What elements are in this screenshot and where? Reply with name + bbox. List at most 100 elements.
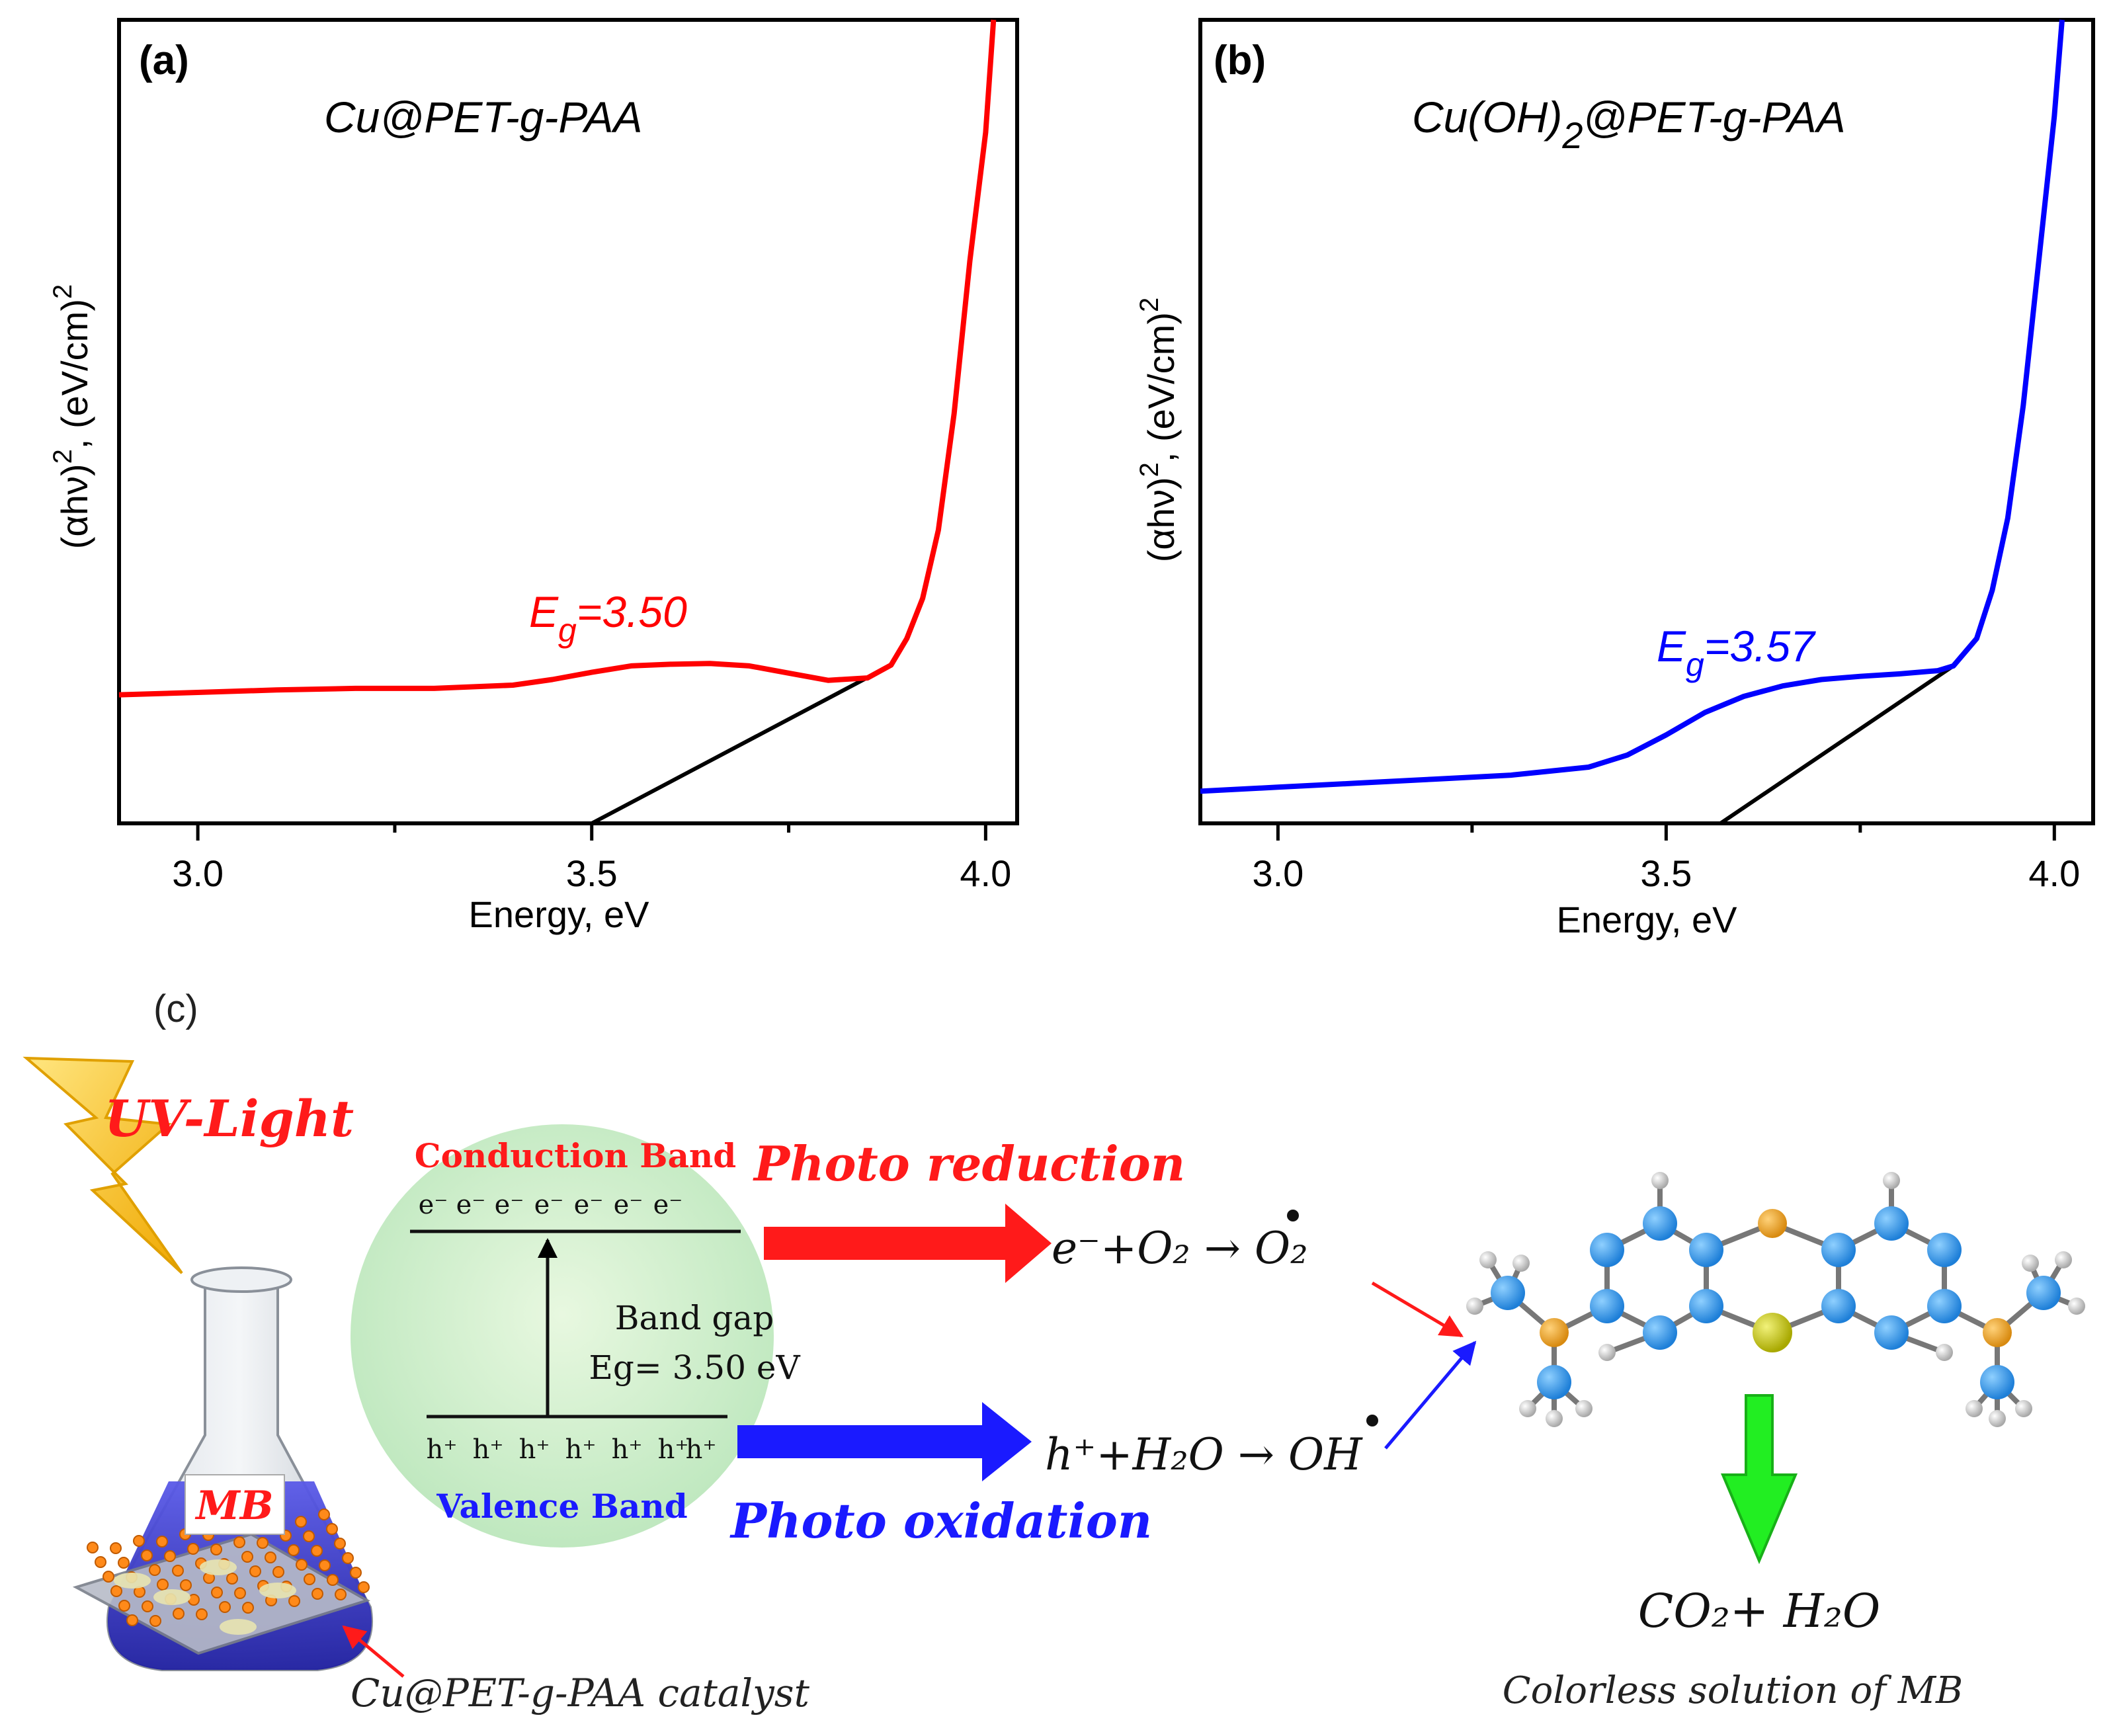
catalyst-particle xyxy=(319,1559,331,1571)
catalyst-particle xyxy=(157,1579,169,1591)
catalyst-particle xyxy=(358,1581,370,1593)
eg-sub: g xyxy=(1686,646,1704,683)
x-tick-label: 3.5 xyxy=(566,852,618,894)
lightning-icon xyxy=(22,1056,183,1274)
x-tick-label: 3.0 xyxy=(1252,852,1304,894)
catalyst-particle xyxy=(95,1556,106,1568)
flask-label: MB xyxy=(194,1483,273,1529)
catalyst-particle xyxy=(172,1565,184,1577)
radical-dot-1 xyxy=(1287,1210,1299,1221)
band-gap-value: Eg= 3.50 eV xyxy=(589,1348,800,1387)
oxidation-equation: h⁺+H₂O → OH xyxy=(1045,1429,1363,1480)
hole-label: h⁺ xyxy=(519,1434,550,1465)
x-tick-label: 3.0 xyxy=(172,852,224,894)
catalyst-particle xyxy=(226,1573,238,1585)
hole-label: h⁺ xyxy=(565,1434,597,1465)
holes-row: h⁺h⁺h⁺h⁺h⁺h⁺h⁺ xyxy=(427,1434,717,1465)
tangent-line xyxy=(1719,664,1955,825)
catalyst-particle xyxy=(141,1550,153,1561)
hydrogen-atom xyxy=(2022,1255,2039,1272)
catalyst-particle xyxy=(288,1544,300,1556)
x-tick-label: 3.5 xyxy=(1640,852,1692,894)
y-axis-sup: 2 xyxy=(48,449,77,464)
hydrogen-atom xyxy=(1466,1298,1483,1315)
hydrogen-atom xyxy=(2055,1251,2072,1268)
hydrogen-atom xyxy=(1966,1400,1983,1417)
electrons-row: e⁻e⁻e⁻e⁻e⁻e⁻e⁻ xyxy=(419,1190,683,1220)
catalyst-particle xyxy=(87,1542,99,1553)
catalyst-patch xyxy=(114,1573,151,1589)
catalyst-particle xyxy=(257,1537,269,1549)
catalyst-particle xyxy=(265,1551,276,1563)
hole-label: h⁺ xyxy=(658,1434,689,1465)
hydrogen-atom xyxy=(1598,1344,1616,1361)
catalyst-particle xyxy=(241,1551,253,1563)
valence-band-label: Valence Band xyxy=(436,1487,687,1526)
hydrogen-atom xyxy=(2015,1400,2032,1417)
catalyst-particle xyxy=(142,1600,153,1612)
carbon-atom xyxy=(1537,1365,1571,1399)
catalyst-particle xyxy=(272,1566,284,1578)
hydrogen-atom xyxy=(1546,1410,1563,1427)
carbon-atom xyxy=(1980,1365,2014,1399)
y-axis-title: (αhν)2, (eV/cm)2 xyxy=(1135,298,1182,562)
panel-label: (b) xyxy=(1214,38,1266,83)
conduction-band-label: Conduction Band xyxy=(415,1136,736,1175)
sulfur-atom xyxy=(1753,1313,1792,1352)
sample-label-rest: @PET-g-PAA xyxy=(1583,93,1845,142)
catalyst-pointer-arrow xyxy=(342,1625,405,1678)
nitrogen-atom xyxy=(1540,1318,1569,1347)
nitrogen-atom xyxy=(1758,1209,1787,1238)
plot-frame xyxy=(117,18,1019,825)
catalyst-particle xyxy=(327,1574,339,1586)
carbon-atom xyxy=(1874,1315,1909,1350)
degradation-arrow xyxy=(1720,1394,1798,1565)
carbon-atom xyxy=(1590,1233,1624,1267)
catalyst-particles xyxy=(87,1509,370,1635)
hydrogen-atom xyxy=(1936,1344,1953,1361)
catalyst-particle xyxy=(149,1615,161,1627)
catalyst-particle xyxy=(233,1536,245,1548)
catalyst-particle xyxy=(118,1557,130,1569)
reduction-arrow xyxy=(764,1204,1052,1283)
radical-dot-2 xyxy=(1366,1415,1378,1426)
tangent-line xyxy=(591,663,892,825)
carbon-atom xyxy=(1927,1289,1962,1323)
y-axis-units: , (eV/cm) xyxy=(1140,312,1182,462)
eg-value: =3.57 xyxy=(1704,622,1816,671)
electron-label: e⁻ xyxy=(495,1190,524,1220)
hole-label: h⁺ xyxy=(686,1434,717,1465)
carbon-atom xyxy=(1590,1289,1624,1323)
photo-oxidation-label: Photo oxidation xyxy=(729,1493,1152,1549)
catalyst-particle xyxy=(210,1544,222,1555)
hydrogen-atom xyxy=(1883,1172,1900,1189)
hole-label: h⁺ xyxy=(473,1434,504,1465)
sample-label-main: Cu(OH) xyxy=(1412,93,1562,142)
electron-label: e⁻ xyxy=(614,1190,643,1220)
radical-arrow-blue xyxy=(1384,1341,1477,1450)
plot-frame xyxy=(1198,18,2095,825)
catalyst-particle xyxy=(242,1602,254,1614)
methylene-blue-molecule-icon xyxy=(1466,1172,2085,1427)
electron-label: e⁻ xyxy=(456,1190,486,1220)
catalyst-particle xyxy=(196,1608,208,1620)
hydrogen-atom xyxy=(1519,1400,1536,1417)
catalyst-particle xyxy=(126,1614,138,1626)
hydrogen-atom xyxy=(1989,1410,2006,1427)
catalyst-patch xyxy=(259,1583,296,1598)
y-axis-units-sup: 2 xyxy=(48,284,77,299)
y-axis-base: (αhν) xyxy=(1140,477,1182,562)
catalyst-particle xyxy=(249,1565,261,1577)
x-tick-label: 4.0 xyxy=(2028,852,2080,894)
colorless-label: Colorless solution of MB xyxy=(1503,1669,1963,1712)
y-axis-units-sup: 2 xyxy=(1135,298,1164,312)
catalyst-label: Cu@PET-g-PAA catalyst xyxy=(351,1671,810,1715)
catalyst-particle xyxy=(187,1543,199,1555)
catalyst-particle xyxy=(118,1600,130,1612)
catalyst-particle xyxy=(311,1588,323,1600)
catalyst-particle xyxy=(288,1595,300,1607)
hydrogen-atom xyxy=(1512,1255,1530,1272)
hole-label: h⁺ xyxy=(427,1434,458,1465)
